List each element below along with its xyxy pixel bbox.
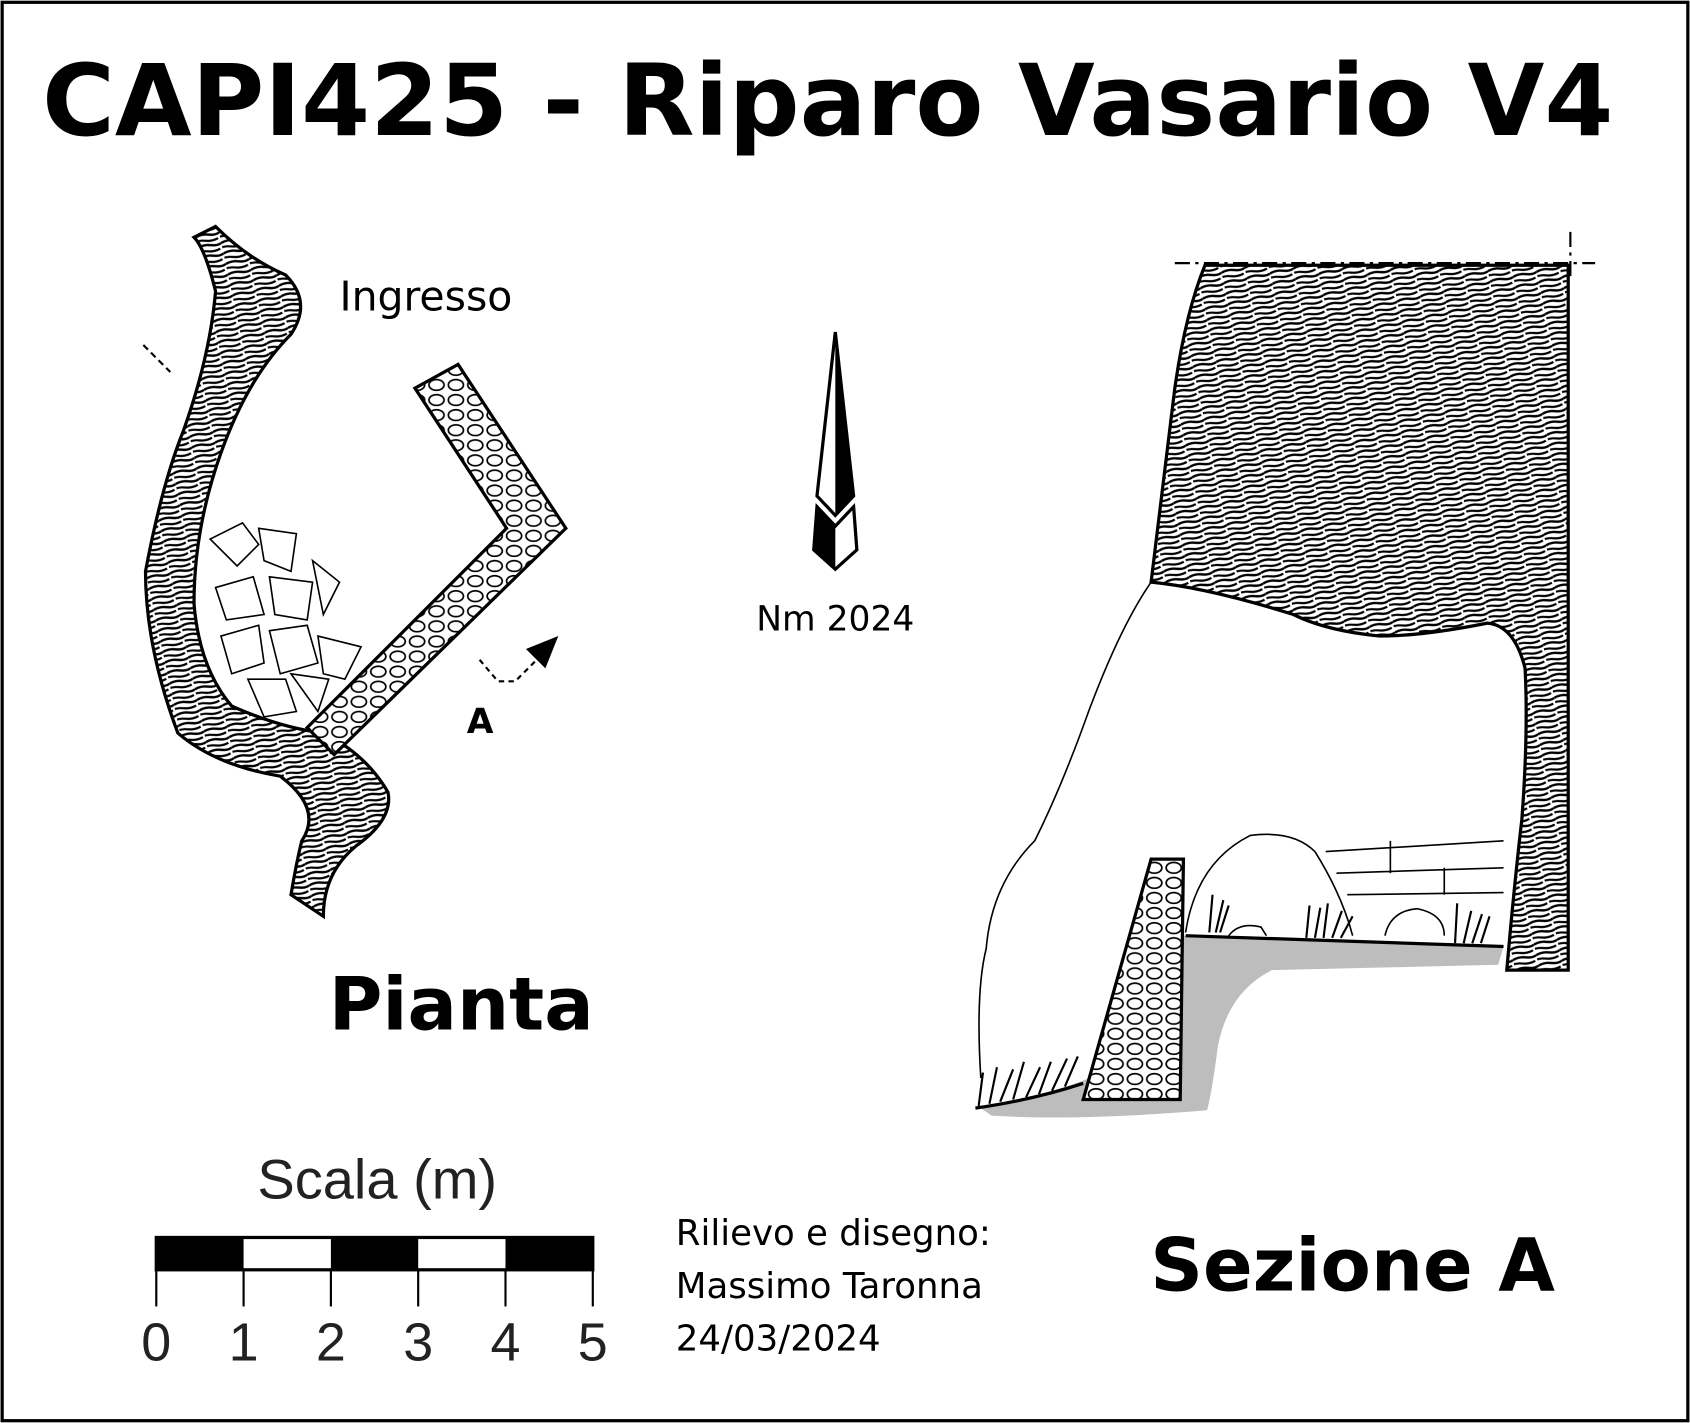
- entrance-label: Ingresso: [340, 273, 513, 321]
- section-label: Sezione A: [1150, 1223, 1555, 1308]
- scale-tick-label: 0: [141, 1312, 171, 1372]
- scale-tick-label: 5: [578, 1312, 608, 1372]
- plan-view: Ingresso A Pianta: [142, 224, 594, 1047]
- boulder-pile: [208, 521, 363, 718]
- scale-tick-label: 1: [229, 1312, 259, 1372]
- section-marker-label: A: [467, 702, 494, 742]
- scale-bar: Scala (m) 0 1 2 3 4 5: [141, 1148, 607, 1373]
- scale-tick-label: 3: [403, 1312, 433, 1372]
- plan-rock-wall: [143, 224, 391, 920]
- section-datum-line: [1174, 231, 1596, 281]
- section-floor-line: [1185, 934, 1504, 949]
- grass-tufts: [977, 894, 1491, 1107]
- page-title: CAPI425 - Riparo Vasario V4: [42, 44, 1613, 159]
- plan-built-wall: [304, 362, 568, 757]
- section-view: Sezione A: [975, 231, 1596, 1308]
- section-rock-ceiling: [1149, 263, 1570, 972]
- plan-label: Pianta: [329, 962, 594, 1047]
- scale-tick-label: 4: [491, 1312, 521, 1372]
- section-arrow: [478, 636, 559, 683]
- north-arrow-icon: [812, 331, 859, 572]
- credits-author: Massimo Taronna: [676, 1266, 983, 1307]
- plan-dashed-mark: [142, 344, 172, 373]
- section-built-wall: [1081, 857, 1186, 1102]
- scale-title: Scala (m): [257, 1148, 497, 1211]
- scale-tick-label: 2: [316, 1312, 346, 1372]
- credits-date: 24/03/2024: [676, 1319, 881, 1360]
- north-arrow-label: Nm 2024: [756, 600, 914, 640]
- credits: Rilievo e disegno: Massimo Taronna 24/03…: [676, 1213, 991, 1360]
- credits-line-1: Rilievo e disegno:: [676, 1213, 991, 1254]
- section-outer-ground: [975, 1081, 1084, 1110]
- section-cave-outline: [978, 581, 1152, 1079]
